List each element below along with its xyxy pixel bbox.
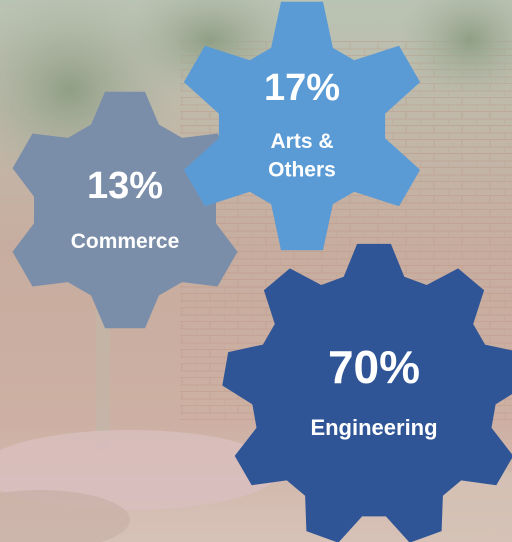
gear-arts-others-label: Arts & xyxy=(270,130,333,153)
gears-layer: 13% Commerce 17% Arts & Others 70% Engineering xyxy=(12,1,512,542)
gear-arts-others-label: Others xyxy=(268,158,336,181)
gear-commerce-percent: 13% xyxy=(87,165,163,207)
gear-arts-others-shape xyxy=(183,1,421,251)
gear-engineering: 70% Engineering xyxy=(222,243,512,542)
gear-arts-others: 17% Arts & Others xyxy=(183,1,421,251)
gear-commerce-label: Commerce xyxy=(71,230,180,253)
gear-commerce: 13% Commerce xyxy=(12,91,238,329)
gear-arts-others-percent: 17% xyxy=(264,67,340,109)
gear-commerce-shape xyxy=(12,91,238,329)
gear-engineering-label: Engineering xyxy=(310,415,437,440)
gear-engineering-percent: 70% xyxy=(328,341,420,393)
gear-engineering-shape xyxy=(222,243,512,542)
